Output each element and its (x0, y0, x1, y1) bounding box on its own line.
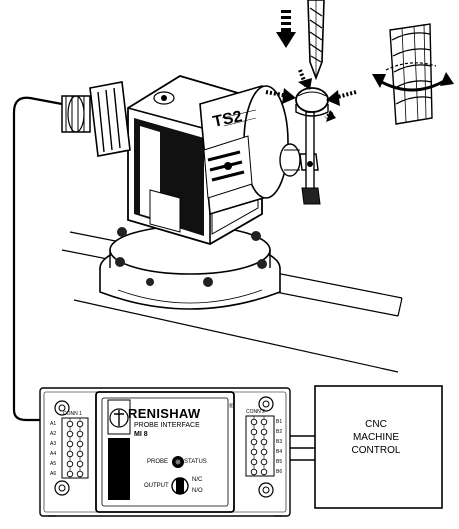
cnc-label-line: MACHINE (352, 432, 400, 443)
interface-subtitle: PROBE INTERFACE (134, 422, 200, 429)
mounting-screw (54, 400, 70, 416)
rotating-tool (389, 23, 433, 125)
status-led-label: STATUS (184, 459, 207, 465)
terminal-screw (76, 420, 84, 428)
control-cables (290, 435, 316, 461)
stylus (299, 111, 321, 205)
terminal-screw (76, 440, 84, 448)
terminal-screw (260, 428, 268, 436)
terminal-label: B4 (276, 449, 283, 455)
cnc-label-line: CONTROL (351, 445, 401, 456)
terminal-label: B3 (276, 439, 283, 445)
terminal-screw (66, 470, 74, 478)
terminal-screw (66, 430, 74, 438)
terminal-label: A3 (50, 441, 57, 447)
connector-left-label: CONN 1 (63, 411, 82, 417)
left-terminal-block (61, 417, 89, 479)
output-switch[interactable] (171, 477, 189, 495)
terminal-label: A4 (50, 451, 57, 457)
terminal-screw (260, 418, 268, 426)
terminal-screw (260, 458, 268, 466)
terminal-screw (250, 418, 258, 426)
no-label: N/O (192, 488, 203, 494)
terminal-screw (250, 438, 258, 446)
down-arrow-icon (276, 10, 296, 48)
terminal-screw (76, 470, 84, 478)
renishaw-logo-icon (109, 408, 129, 428)
terminal-label: A1 (50, 421, 57, 427)
terminal-screw (260, 448, 268, 456)
cnc-control-label: CNC MACHINE CONTROL (316, 418, 436, 457)
terminal-screw (76, 450, 84, 458)
mounting-screw (258, 482, 274, 498)
right-terminal-block (245, 415, 275, 477)
brand-registered-mark: ® (229, 404, 234, 410)
connector-right-label: CONN 2 (246, 409, 265, 415)
terminal-label: A2 (50, 431, 57, 437)
status-led (172, 456, 184, 468)
terminal-screw (260, 468, 268, 476)
mounting-screw (54, 480, 70, 496)
contact-arrows-icon (265, 69, 357, 122)
terminal-screw (66, 420, 74, 428)
terminal-label: A6 (50, 471, 57, 477)
nc-label: N/C (192, 477, 203, 483)
terminal-screw (66, 440, 74, 448)
output-switch-label: OUTPUT (144, 483, 169, 489)
terminal-screw (250, 468, 258, 476)
terminal-screw (76, 460, 84, 468)
probe-led-label: PROBE (147, 459, 169, 465)
shank-holder (61, 81, 131, 157)
terminal-screw (76, 430, 84, 438)
cnc-label-line: CNC (365, 419, 387, 430)
terminal-label: B6 (276, 469, 283, 475)
probe-base (99, 225, 281, 310)
terminal-screw (250, 448, 258, 456)
interface-unit (39, 387, 291, 517)
mounting-screw (258, 396, 274, 412)
cnc-control-box (314, 385, 443, 509)
terminal-label: B5 (276, 459, 283, 465)
brand-name: RENISHAW (128, 406, 201, 421)
terminal-screw (66, 460, 74, 468)
probe-head (199, 84, 301, 216)
rotation-arrow-icon (372, 62, 454, 92)
terminal-label: B1 (276, 419, 283, 425)
interface-model: MI 8 (134, 431, 148, 438)
terminal-screw (250, 428, 258, 436)
terminal-label: A5 (50, 461, 57, 467)
front-panel (95, 391, 235, 513)
stylus-tip (295, 87, 329, 117)
cutting-tool (307, 0, 325, 81)
terminal-screw (66, 450, 74, 458)
terminal-screw (250, 458, 258, 466)
terminal-screw (260, 438, 268, 446)
terminal-label: B2 (276, 429, 283, 435)
probe-cable (12, 96, 63, 422)
